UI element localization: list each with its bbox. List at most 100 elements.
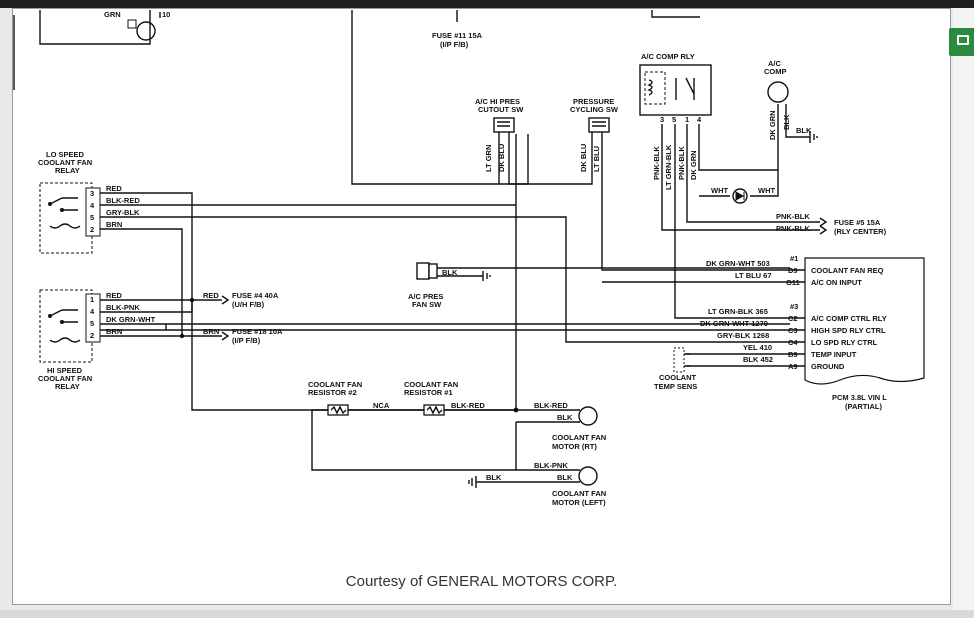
pcm-func-6: TEMP INPUT bbox=[811, 350, 857, 359]
window-top-bar bbox=[0, 0, 974, 8]
hi-relay-title-1: HI SPEED bbox=[47, 366, 83, 375]
wht-label-1: WHT bbox=[711, 186, 728, 195]
res2-title-2: RESISTOR #2 bbox=[308, 388, 357, 397]
lo-pin-4: 4 bbox=[90, 201, 95, 210]
fuse-4-and-18: RED FUSE #4 40A (U/H F/B) BRN FUSE #18 1… bbox=[203, 291, 283, 345]
coolant-fan-motor-rt: BLK-RED BLK COOLANT FAN MOTOR (RT) bbox=[515, 401, 606, 470]
pcm-func-2: A/C ON INPUT bbox=[811, 278, 862, 287]
lo-relay-title-3: RELAY bbox=[55, 166, 80, 175]
pcm-partial: (PARTIAL) bbox=[845, 402, 882, 411]
pcm-func-4: HIGH SPD RLY CTRL bbox=[811, 326, 886, 335]
pcsw-wire-2: LT BLU bbox=[592, 146, 601, 172]
hi-wire-4: BRN bbox=[106, 327, 122, 336]
hi-pin-1: 1 bbox=[90, 295, 94, 304]
wht-diode: WHT WHT bbox=[699, 170, 779, 204]
acpres-title-1: A/C PRES bbox=[408, 292, 443, 301]
accomp-title-1: A/C bbox=[768, 59, 782, 68]
lo-pin-5: 5 bbox=[90, 213, 94, 222]
pcm-pin-c3: C3 bbox=[788, 326, 798, 335]
acrly-wire-4: DK GRN bbox=[689, 150, 698, 180]
horizontal-scrollbar[interactable] bbox=[0, 610, 974, 618]
ac-comp-relay: A/C COMP RLY 3 5 1 4 PNK-BLK LT GRN-BLK … bbox=[639, 52, 820, 319]
lo-wire-4: BRN bbox=[106, 220, 122, 229]
hipres-title-2: CUTOUT SW bbox=[478, 105, 524, 114]
right-gutter bbox=[953, 8, 974, 618]
accomp-ground-label: BLK bbox=[796, 126, 812, 135]
accomp-title-2: COMP bbox=[764, 67, 787, 76]
courtesy-caption: Courtesy of GENERAL MOTORS CORP. bbox=[345, 573, 618, 590]
pcm-func-3: A/C COMP CTRL RLY bbox=[811, 314, 887, 323]
hi-pin-4: 4 bbox=[90, 307, 95, 316]
fuse5-wire-2: PNK-BLK bbox=[776, 224, 810, 233]
lo-relay-title-2: COOLANT FAN bbox=[38, 158, 92, 167]
lt-wire-1: BLK-PNK bbox=[534, 461, 568, 470]
rt-title-2: MOTOR (RT) bbox=[552, 442, 597, 451]
hi-wire-1: RED bbox=[106, 291, 122, 300]
lt-ground-label: BLK bbox=[486, 473, 502, 482]
pcsw-title-1: PRESSURE bbox=[573, 97, 614, 106]
ac-hi-pres-cutout-switch: A/C HI PRES CUTOUT SW LT GRN DK BLU bbox=[475, 97, 528, 185]
ac-compressor: A/C COMP DK GRN BLK BLK bbox=[764, 59, 818, 143]
pcm-conn-1: #1 bbox=[790, 254, 798, 263]
pressure-cycling-switch: PRESSURE CYCLING SW DK BLU LT BLU bbox=[528, 97, 790, 271]
acrly-title: A/C COMP RLY bbox=[641, 52, 695, 61]
wht-label-2: WHT bbox=[758, 186, 775, 195]
pcm-wire-2: LT BLU 67 bbox=[735, 271, 772, 280]
acrly-wire-1: PNK-BLK bbox=[652, 146, 661, 180]
coolant-fan-resistors: COOLANT FAN RESISTOR #2 COOLANT FAN RESI… bbox=[308, 380, 519, 471]
lo-pin-2: 2 bbox=[90, 225, 94, 234]
lo-wire-2: BLK-RED bbox=[106, 196, 140, 205]
res1-title-1: COOLANT FAN bbox=[404, 380, 458, 389]
print-button[interactable] bbox=[949, 28, 974, 56]
rt-wire-2: BLK bbox=[557, 413, 573, 422]
lo-relay-title-1: LO SPEED bbox=[46, 150, 85, 159]
lo-wire-1: RED bbox=[106, 184, 122, 193]
hi-relay-title-2: COOLANT FAN bbox=[38, 374, 92, 383]
pcsw-wire-1: DK BLU bbox=[579, 144, 588, 172]
pcm-pin-c2: C2 bbox=[788, 314, 798, 323]
accomp-wire-1: DK GRN bbox=[768, 110, 777, 140]
pcm-pin-b9: B9 bbox=[788, 350, 798, 359]
fuse5-location: (RLY CENTER) bbox=[834, 227, 887, 236]
hi-pin-2: 2 bbox=[90, 331, 94, 340]
res-wire-label: BLK-RED bbox=[451, 401, 485, 410]
lo-pin-3: 3 bbox=[90, 189, 94, 198]
fuse11-location: (I/P F/B) bbox=[440, 40, 469, 49]
lt-title-1: COOLANT FAN bbox=[552, 489, 606, 498]
acpres-wire: BLK bbox=[442, 268, 458, 277]
pcm-connector: DK GRN-WHT 503 LT BLU 67 LT GRN-BLK 365 … bbox=[602, 254, 925, 411]
lt-wire-2: BLK bbox=[557, 473, 573, 482]
lo-wire-3: GRY-BLK bbox=[106, 208, 140, 217]
grn-label: GRN bbox=[104, 10, 121, 19]
pcm-conn-3: #3 bbox=[790, 302, 798, 311]
hipres-wire-1: LT GRN bbox=[484, 145, 493, 172]
pcm-wire-5: GRY-BLK 1268 bbox=[717, 331, 769, 340]
cts-title-1: COOLANT bbox=[659, 373, 696, 382]
fuse5-label: FUSE #5 15A bbox=[834, 218, 881, 227]
pcm-wire-1: DK GRN-WHT 503 bbox=[706, 259, 770, 268]
pcm-func-7: GROUND bbox=[811, 362, 845, 371]
cts-title-2: TEMP SENS bbox=[654, 382, 697, 391]
acpres-title-2: FAN SW bbox=[412, 300, 442, 309]
hi-pin-5: 5 bbox=[90, 319, 94, 328]
hi-wire-2: BLK-PNK bbox=[106, 303, 140, 312]
pcm-pin-a9: A9 bbox=[788, 362, 798, 371]
pcm-func-5: LO SPD RLY CTRL bbox=[811, 338, 878, 347]
rt-title-1: COOLANT FAN bbox=[552, 433, 606, 442]
accomp-wire-2: BLK bbox=[782, 114, 791, 130]
rt-wire-1: BLK-RED bbox=[534, 401, 568, 410]
hipres-wire-2: DK BLU bbox=[497, 144, 506, 172]
coolant-temp-sensor: COOLANT TEMP SENS bbox=[654, 347, 697, 391]
acrly-pin-4: 4 bbox=[697, 115, 702, 124]
nca-label: NCA bbox=[373, 401, 390, 410]
lo-speed-coolant-fan-relay: LO SPEED COOLANT FAN RELAY 3 4 5 2 RED B… bbox=[38, 134, 790, 411]
fuse-5: PNK-BLK PNK-BLK FUSE #5 15A (RLY CENTER) bbox=[776, 212, 887, 236]
ac-pres-fan-switch: BLK A/C PRES FAN SW bbox=[408, 262, 790, 309]
printer-icon bbox=[957, 35, 969, 45]
pcm-pin-c4: C4 bbox=[788, 338, 798, 347]
fuse18-wire: BRN bbox=[203, 327, 219, 336]
fuse11-label: FUSE #11 15A bbox=[432, 31, 483, 40]
pcm-wire-7: BLK 452 bbox=[743, 355, 773, 364]
pin-10-label: 10 bbox=[162, 10, 170, 19]
